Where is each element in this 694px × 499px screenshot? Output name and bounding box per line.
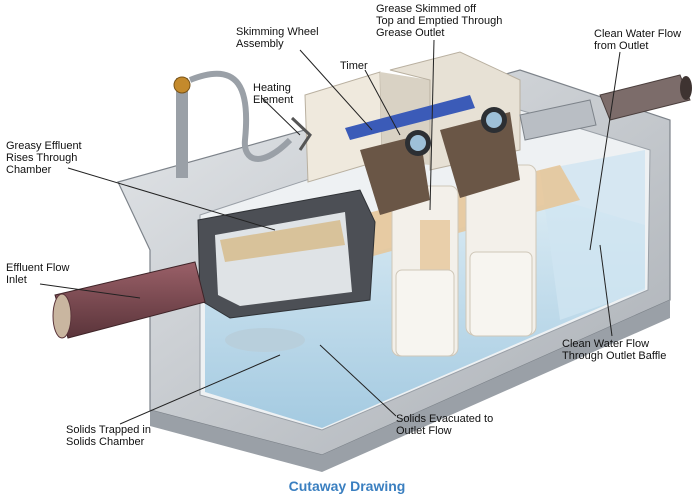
label-heating-element: Heating Element — [253, 82, 293, 106]
label-effluent-inlet: Effluent Flow Inlet — [6, 262, 69, 286]
leader-greasy-effluent — [67, 167, 276, 231]
label-solids-trapped: Solids Trapped in Solids Chamber — [66, 424, 151, 448]
leader-solids-evacuated — [319, 344, 397, 417]
leader-grease-skimmed — [429, 39, 435, 211]
label-line: Solids Chamber — [66, 436, 145, 448]
label-line: Chamber — [6, 164, 52, 176]
label-line: Effluent Flow — [6, 262, 70, 274]
label-line: from Outlet — [594, 40, 649, 52]
water-supply-valve — [173, 70, 293, 178]
label-line: Timer — [340, 60, 368, 72]
leader-solids-trapped — [119, 354, 281, 425]
label-line: Heating — [253, 82, 291, 94]
figure-caption: Cutaway Drawing — [288, 478, 406, 494]
label-skimming-wheel: Skimming Wheel Assembly — [236, 26, 319, 50]
label-line: Solids Evacuated to — [396, 413, 494, 425]
label-line: Skimming Wheel — [236, 26, 319, 38]
label-line: Solids Trapped in — [66, 424, 151, 436]
inlet-pipe — [52, 261, 206, 339]
heating-element — [290, 116, 312, 151]
solids-chamber — [197, 189, 376, 352]
label-line: Grease Skimmed off — [376, 3, 477, 15]
leader-effluent-inlet — [39, 283, 141, 299]
label-line: Grease Outlet — [376, 27, 445, 39]
leader-lines — [39, 39, 621, 425]
label-line: Outlet Flow — [396, 425, 452, 437]
label-line: Rises Through — [6, 152, 78, 164]
outlet-pipe — [519, 74, 692, 141]
label-line: Clean Water Flow — [562, 338, 650, 350]
leader-clean-water-outlet — [589, 51, 621, 251]
label-line: Clean Water Flow — [594, 28, 682, 40]
grease-drum-icon — [395, 251, 533, 357]
label-greasy-effluent: Greasy Effluent Rises Through Chamber — [6, 140, 82, 176]
label-line: Top and Emptied Through — [376, 15, 503, 27]
leader-skimming-wheel — [299, 49, 373, 131]
label-timer: Timer — [340, 60, 368, 72]
label-grease-skimmed: Grease Skimmed off Top and Emptied Throu… — [376, 3, 502, 39]
leader-clean-water-baffle — [599, 244, 613, 337]
label-line: Greasy Effluent — [6, 140, 82, 152]
leader-heating-element — [261, 97, 301, 136]
leader-timer — [364, 69, 401, 136]
label-line: Inlet — [6, 274, 27, 286]
label-clean-water-baffle: Clean Water Flow Through Outlet Baffle — [562, 338, 666, 362]
timer-dial-icon — [405, 107, 507, 156]
label-clean-water-outlet: Clean Water Flow from Outlet — [594, 28, 681, 52]
label-line: Element — [253, 94, 294, 106]
label-solids-evacuated: Solids Evacuated to Outlet Flow — [396, 413, 493, 437]
label-line: Through Outlet Baffle — [562, 350, 667, 362]
label-line: Assembly — [236, 38, 284, 50]
